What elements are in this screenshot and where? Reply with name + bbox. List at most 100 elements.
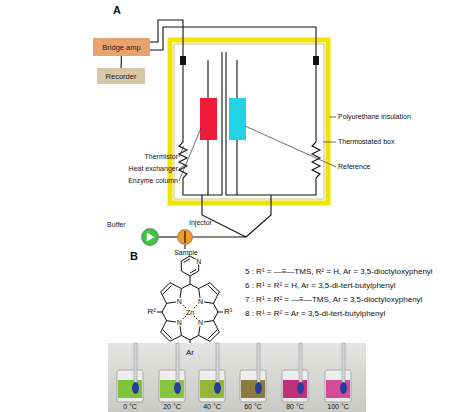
heat-exchanger-coil [312,142,320,178]
compound-definition: 5 : R¹ = —≡—TMS, R² = H, Ar = 3,5-diocty… [245,268,433,276]
atom-background [176,298,183,305]
compound-definition: 7 : R¹ = R² = —≡—TMS, Ar = 3,5-dioctylox… [245,296,422,304]
thermometer [176,343,179,385]
photo-background [108,343,366,412]
vial-solution [200,380,224,398]
node-text: Buffer [107,220,126,229]
porphyrin-structure [157,256,223,348]
double-bonds [184,259,197,273]
injector-circle-outline [177,229,193,245]
vial [117,343,143,402]
temperature-label: 40 °C [203,403,221,410]
vial-glass [117,370,143,402]
thermometer [134,343,137,385]
thermistor-symbol [313,56,319,65]
valve-symbol [184,231,185,243]
vial-photograph [108,343,366,412]
atom-background [197,319,204,326]
atom-background [185,307,196,318]
leader-line [323,142,336,143]
thermometer [257,343,260,385]
injector-circle [178,230,193,245]
heat-exchanger-coil [179,142,187,178]
temperature-label: 20 °C [163,403,181,410]
temperature-label: 60 °C [244,403,262,410]
atom-label: N [198,298,203,305]
column-tube [183,52,222,195]
thermometer-bulb [255,382,262,394]
temperature-label: 80 °C [286,403,304,410]
atom-label: Zn [186,309,194,316]
leader-line [245,126,336,167]
injector-circle: Injector [177,229,193,245]
part-label: Polyurethane insulation [338,113,411,120]
node-text: Injector [189,218,212,227]
insulation-frame [170,40,328,203]
part-label: Reference [338,163,370,170]
substituent-label: R¹ [224,308,232,316]
thermostated-box [170,40,328,203]
thermometer [342,343,345,385]
thermometer-bulb [132,382,139,394]
sample-line [184,245,185,249]
atom-label: N [198,319,203,326]
thermistor-symbol [180,56,186,65]
atom-background [195,257,202,264]
vial-glass [159,370,185,402]
vial-glass [199,370,225,402]
vial [199,343,225,402]
thermometer [299,343,302,385]
vial [159,343,185,402]
vial-glass [240,370,266,402]
pump-circle-outline [141,228,159,246]
amplifier-box: Bridge amp [93,38,150,56]
panel-letter: A [113,5,121,16]
vial [325,343,351,402]
atom-background [176,319,183,326]
thermometer-bulb [340,382,347,394]
double-bonds [163,286,218,339]
substituent-bonds [157,276,223,348]
part-label: Thermistor [145,153,178,160]
thermometer-bulb [174,382,181,394]
compound-definition: 6 : R¹ = R² = H, Ar = 3,5-di-tert-butylp… [245,282,396,290]
leader-lines [179,117,336,181]
atom-backgrounds [176,257,204,326]
atom-label: N [196,258,201,265]
leader-line [329,117,336,118]
part-label: Thermostated box [338,138,394,145]
recorder-box: Recorder [97,68,145,84]
vial [282,343,308,402]
panel-letter: B [130,251,138,262]
atom-label: N [177,298,182,305]
vial-solution [241,380,265,398]
vial-glass [282,370,308,402]
vial-solution [283,380,307,398]
part-label: Sample [174,249,198,256]
flow-line [193,195,271,237]
vial-solution [118,380,142,398]
vial-solution [160,380,184,398]
connector-line [159,236,177,237]
connector-line [121,56,122,68]
pump-circle [142,229,159,246]
substituent-label: R² [148,308,156,316]
inner-box-outline [174,44,324,199]
wires [150,20,320,249]
vial-solution [326,380,350,398]
reference-tube [226,52,316,195]
enzyme-column [200,98,217,140]
temperature-label: 100 °C [327,403,348,410]
thermometer [216,343,219,385]
part-label: Enzyme column [128,177,178,184]
leader-line [179,146,184,157]
coordination-bonds [183,305,198,320]
thermometer-bulb [214,382,221,394]
node-text: Recorder [106,72,137,81]
node-text: Bridge amp [102,43,140,52]
pump-symbol [147,233,155,242]
part-label: Heat exchanger [129,165,178,172]
